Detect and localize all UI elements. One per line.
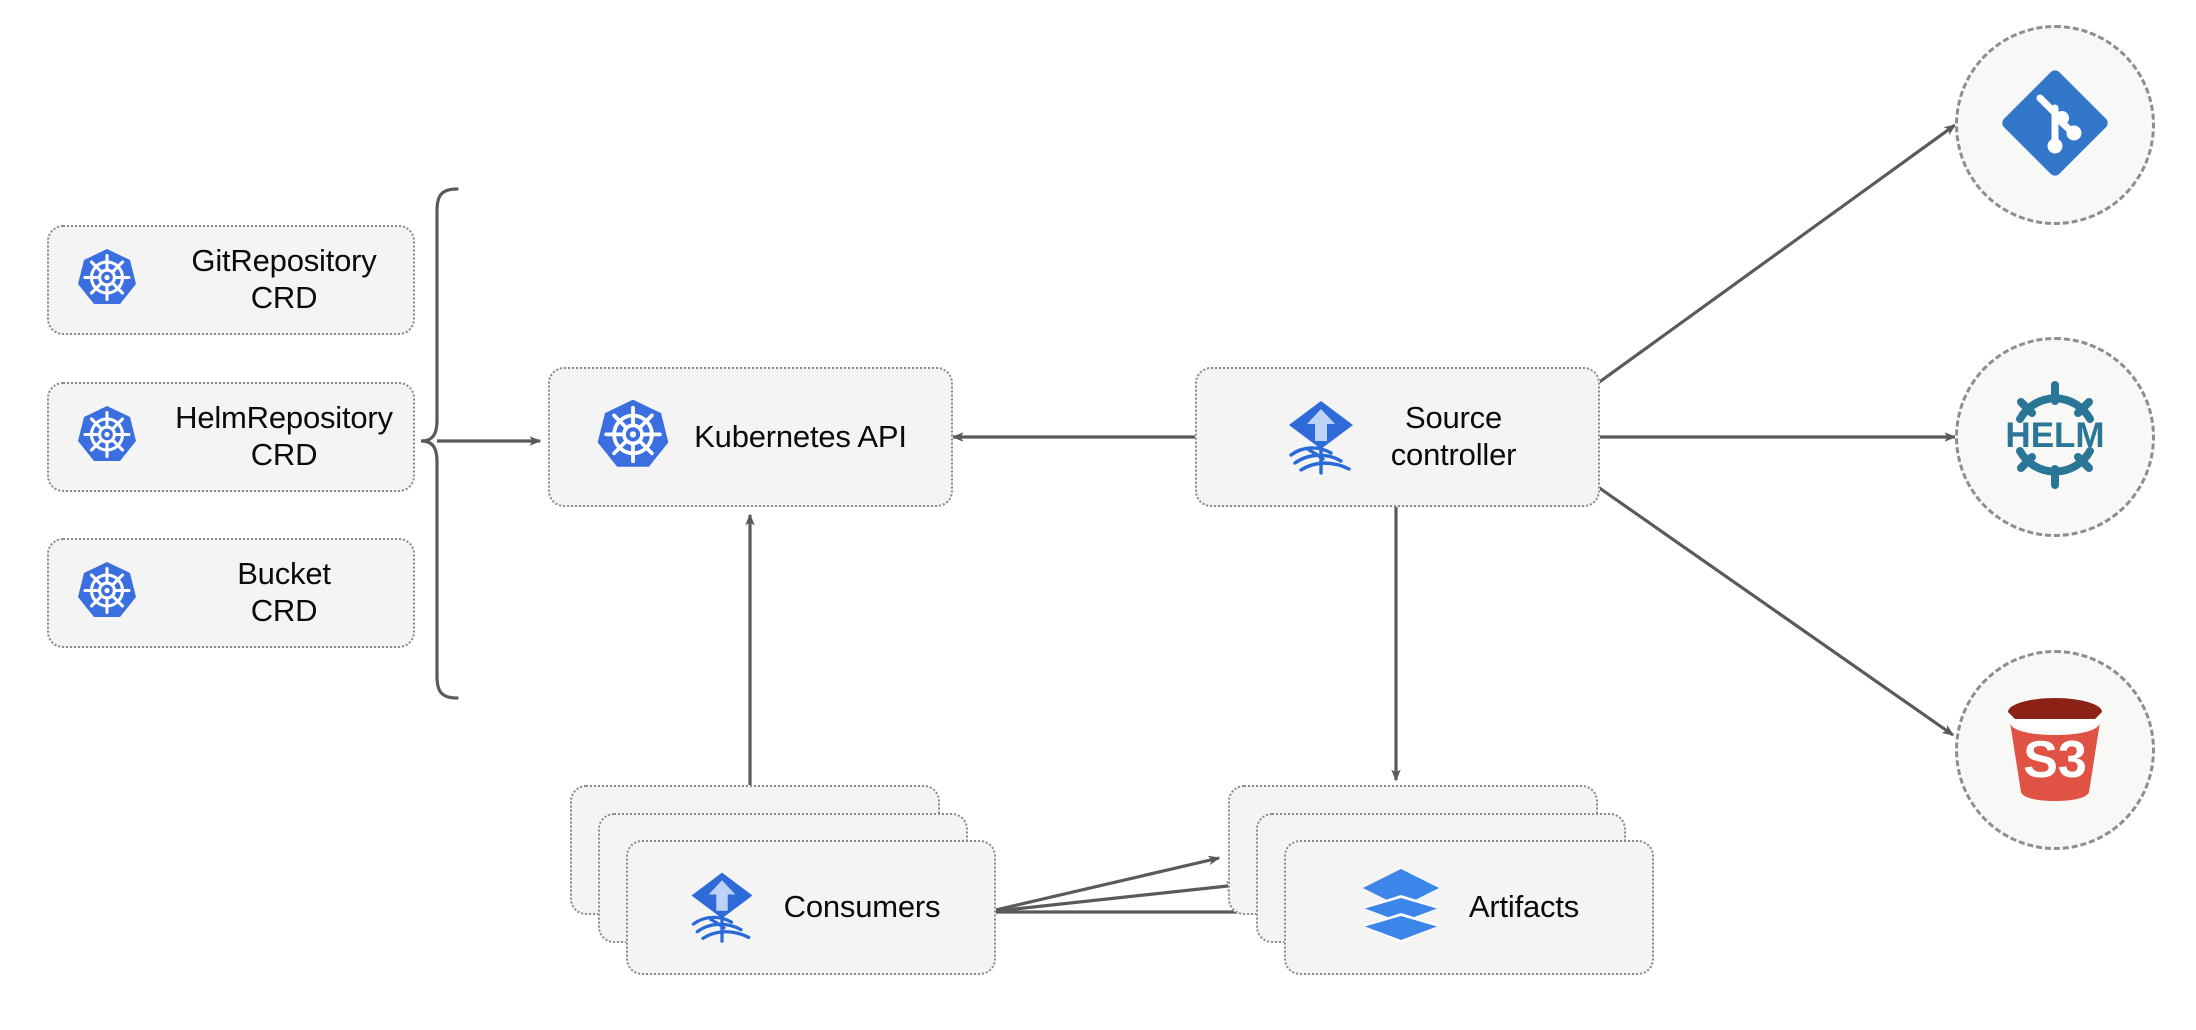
crd-label: Bucket CRD <box>237 556 331 628</box>
kubernetes-icon <box>75 246 139 315</box>
edge-consumers-to-artifacts-top <box>986 855 1221 914</box>
s3-bucket-icon: S3 <box>1995 692 2115 809</box>
helm-label: HELM <box>2005 416 2104 455</box>
endpoint-git[interactable] <box>1955 25 2155 225</box>
edge-consumers-to-artifacts-middle <box>986 881 1239 914</box>
git-icon <box>2000 68 2110 183</box>
node-source-controller[interactable]: Source controller <box>1195 367 1600 507</box>
node-artifacts-stack[interactable]: Artifacts <box>1228 785 1658 975</box>
node-label: Kubernetes API <box>694 418 907 454</box>
endpoint-helm[interactable]: HELM <box>1955 337 2155 537</box>
kubernetes-icon <box>594 396 672 479</box>
flux-source-icon <box>1279 393 1363 482</box>
crd-label: HelmRepository CRD <box>175 400 393 472</box>
flux-source-icon <box>682 865 762 950</box>
crd-box-gitrepository[interactable]: GitRepository CRD <box>47 225 415 335</box>
edge-source-controller-to-git <box>1597 123 1957 385</box>
edge-source-controller-to-s3 <box>1597 485 1955 737</box>
node-consumers-stack[interactable]: Consumers <box>570 785 1000 975</box>
node-label: Artifacts <box>1468 889 1580 925</box>
kubernetes-icon <box>75 403 139 472</box>
crd-box-helmrepository[interactable]: HelmRepository CRD <box>47 382 415 492</box>
crd-box-bucket[interactable]: Bucket CRD <box>47 538 415 648</box>
node-label: Source controller <box>1390 400 1517 472</box>
s3-label: S3 <box>2023 731 2087 789</box>
layers-icon <box>1359 865 1443 950</box>
crd-bracket <box>420 187 459 700</box>
artifacts-stack-layer-front[interactable]: Artifacts <box>1284 840 1654 975</box>
endpoint-s3[interactable]: S3 <box>1955 650 2155 850</box>
node-kubernetes-api[interactable]: Kubernetes API <box>548 367 953 507</box>
helm-icon: HELM <box>1994 379 2116 496</box>
node-label: Consumers <box>783 889 941 925</box>
consumers-stack-layer-front[interactable]: Consumers <box>626 840 996 975</box>
kubernetes-icon <box>75 559 139 628</box>
crd-label: GitRepository CRD <box>191 243 377 315</box>
